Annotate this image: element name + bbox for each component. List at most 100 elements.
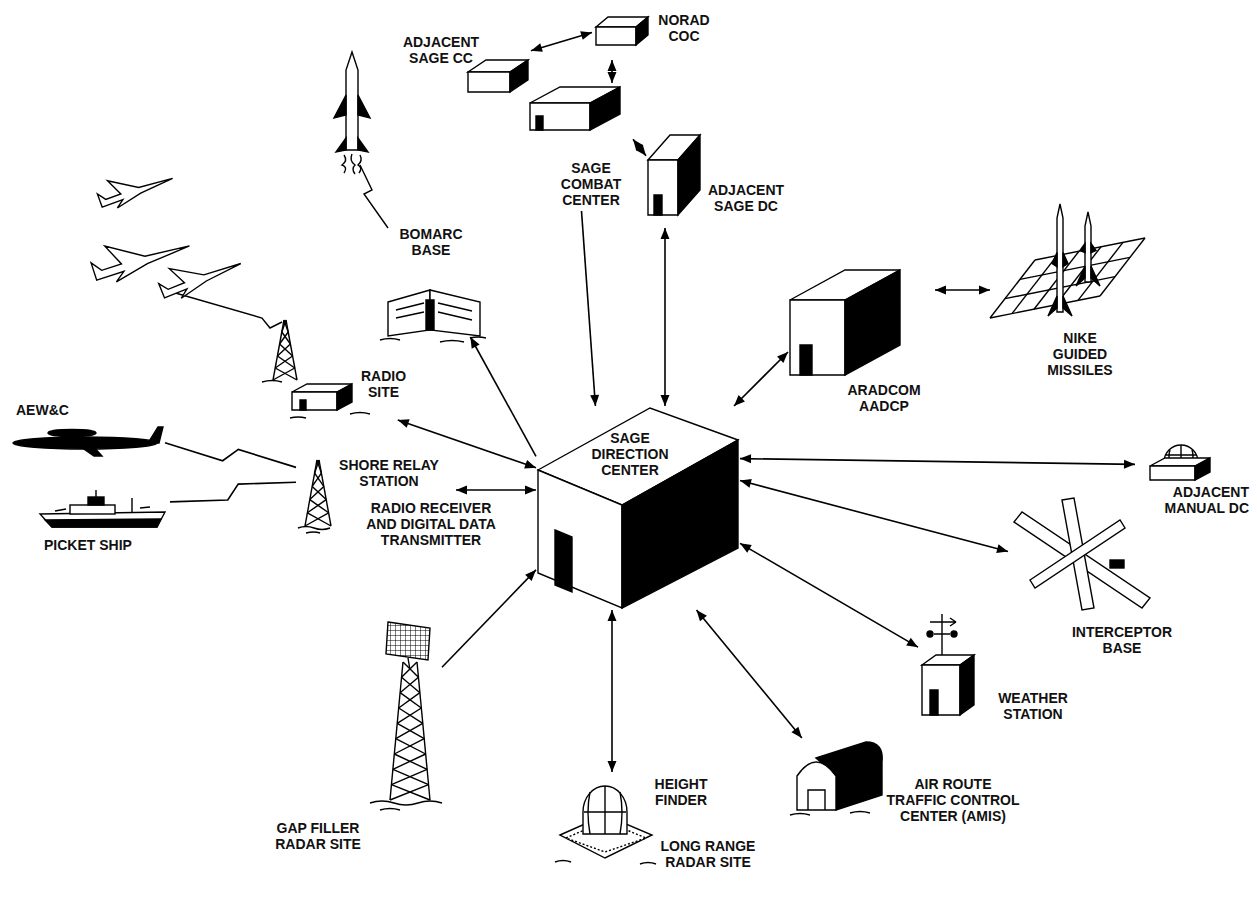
tower-brace (390, 785, 429, 800)
art-stroke (45, 519, 161, 527)
missile-fin (1048, 296, 1057, 316)
tower-brace (399, 708, 423, 723)
building-side (960, 655, 974, 715)
building-front (596, 27, 636, 45)
site-node: NORAD COC (592, 10, 718, 60)
arrow-head (906, 638, 918, 647)
tower-brace (280, 344, 293, 356)
building-door (654, 195, 662, 215)
art-stroke (334, 95, 370, 118)
bomarc-building (380, 290, 486, 342)
art-stroke (1110, 560, 1124, 568)
connector (935, 286, 990, 295)
art-stroke (430, 290, 480, 336)
connector-line (734, 352, 788, 406)
missile-fin (1063, 296, 1072, 316)
site-node: NIKE GUIDED MISSILES (990, 200, 1150, 385)
site-node: RADIO SITE (276, 318, 413, 420)
aewc-plane (13, 427, 163, 456)
art-stroke (262, 381, 370, 419)
arrow-head (531, 43, 543, 52)
art-stroke (342, 154, 361, 174)
arrow-head (734, 395, 745, 406)
tower-brace (275, 368, 297, 380)
connector (608, 60, 617, 83)
connector-line (633, 139, 646, 156)
missile-fin (1076, 266, 1085, 286)
connector-line (582, 211, 596, 406)
site-node: ADJACENT SAGE CC (395, 32, 531, 94)
art-stroke (808, 790, 825, 810)
arrow-head (696, 610, 706, 621)
arrow-head (777, 352, 788, 363)
runways (1014, 498, 1150, 610)
site-node: INTERCEPTOR BASE (1008, 498, 1183, 663)
site-label: WEATHER STATION (990, 690, 1076, 722)
site-label: BOMARC BASE (394, 226, 468, 258)
building-front (530, 103, 590, 130)
art-stroke (930, 614, 956, 656)
arrow-head (608, 72, 617, 83)
nike-missile (1057, 204, 1063, 312)
tower-brace (312, 473, 321, 486)
art-stroke (1030, 520, 1125, 588)
tower-brace (305, 513, 329, 526)
art-stroke (346, 52, 358, 150)
arrow-head (935, 286, 946, 295)
static-art (13, 52, 1198, 864)
art-stroke (584, 786, 626, 834)
art-stroke (583, 786, 627, 834)
arrow-head (996, 544, 1008, 553)
arrow-head (740, 543, 752, 552)
connector (582, 211, 600, 406)
arrow-head (661, 395, 670, 406)
tower-brace (391, 769, 427, 784)
tower-brace (282, 320, 286, 332)
tower-brace (273, 368, 295, 380)
building-front (468, 72, 510, 92)
site-node: AEW&C (8, 400, 165, 458)
weather-instruments (927, 614, 957, 656)
arrow-head (525, 486, 536, 495)
drawn-art (91, 17, 1210, 800)
site-node: SHORE RELAY STATIONRADIO RECEIVER AND DI… (296, 455, 456, 492)
building-side (1195, 458, 1210, 480)
connector (734, 352, 788, 406)
connector (456, 486, 536, 495)
art-stroke (148, 427, 163, 443)
missile-fin (1063, 253, 1068, 267)
building-front (1150, 466, 1195, 480)
arrow-head (740, 479, 752, 488)
interceptor-jet (159, 264, 241, 299)
building-door (930, 690, 938, 715)
site-node: SAGE COMBAT CENTER (528, 83, 633, 211)
connector-line (456, 489, 536, 491)
connector-line (740, 543, 918, 647)
site-node: AIR ROUTE TRAFFIC CONTROL CENTER (AMIS) (793, 738, 1023, 856)
tower-brace (403, 662, 418, 677)
connector-line (664, 228, 666, 406)
site-label: NORAD COC (652, 12, 716, 44)
building-front (648, 160, 678, 215)
tower-brace (315, 460, 319, 473)
building-front (790, 300, 845, 375)
connector-line (165, 443, 296, 468)
missile-fin (1080, 244, 1085, 253)
site-node: PICKET SHIP (38, 487, 170, 559)
connector-line (470, 337, 536, 456)
tower-brace (396, 723, 423, 738)
site-node: WEATHER STATION (918, 605, 1090, 727)
missile-fin (1091, 244, 1096, 253)
art-stroke (336, 138, 368, 152)
art-stroke (797, 762, 836, 810)
site-label: ADJACENT SAGE CC (398, 34, 484, 66)
connector (608, 610, 617, 772)
connector-line (611, 610, 613, 772)
art-stroke (927, 631, 933, 637)
building-side (845, 270, 900, 375)
building-side (590, 87, 620, 130)
connector (531, 31, 592, 52)
arrow-head (608, 761, 617, 772)
site-label: AIR ROUTE TRAFFIC CONTROL CENTER (AMIS) (885, 776, 1021, 824)
art-stroke (55, 490, 150, 512)
